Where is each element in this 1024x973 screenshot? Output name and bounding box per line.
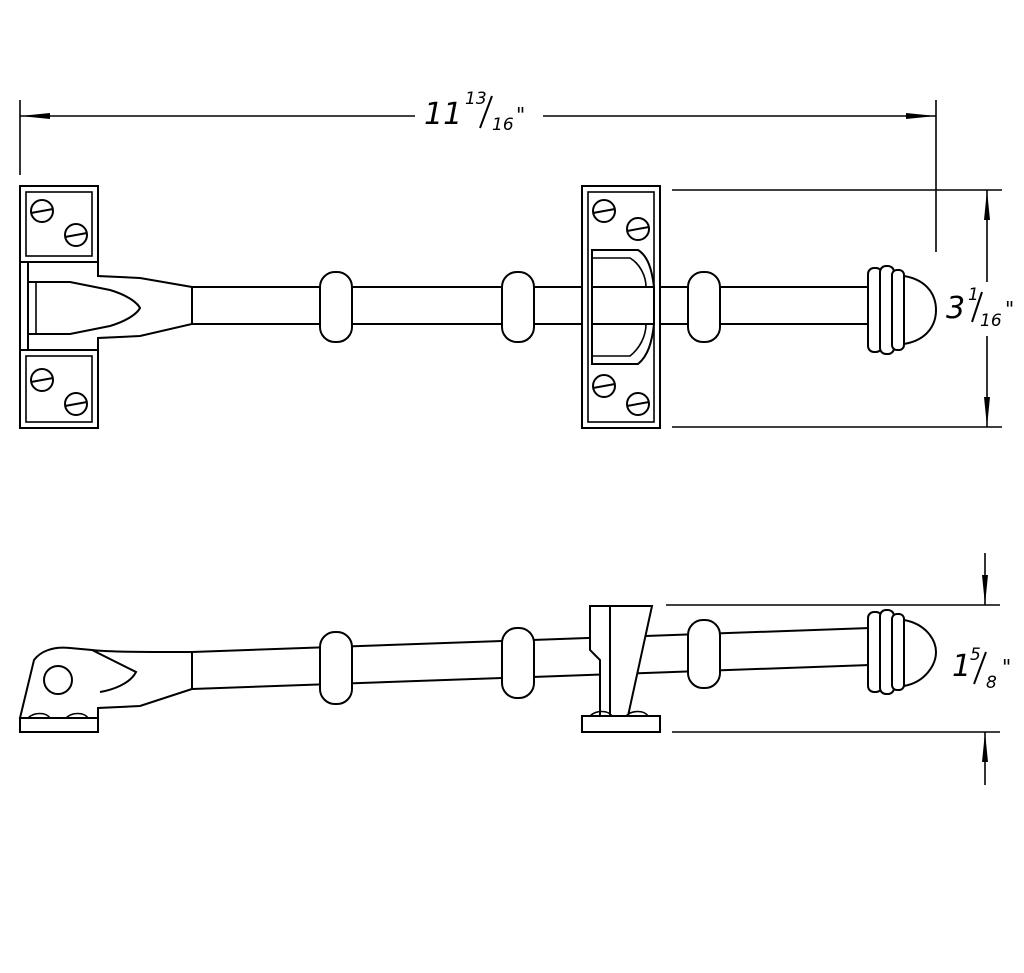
rod-collar [501, 627, 535, 699]
rod-collar [501, 271, 535, 343]
side-height-fraction-bar [973, 651, 987, 685]
stay-rod-top [192, 271, 870, 343]
right-mount-plate-top [581, 185, 661, 429]
keeper-bracket [591, 249, 655, 365]
hinge-knuckle-top [19, 261, 193, 351]
top-height-whole: 3 [946, 291, 965, 326]
left-mount-plate-bottom [19, 349, 99, 429]
side-height-whole: 1 [952, 649, 971, 684]
keeper-side [581, 605, 661, 733]
length-numerator: 13 [465, 89, 487, 109]
top-height-dimension: 3 1 16 " [672, 189, 1014, 428]
right-base-plate [581, 715, 661, 733]
left-pivot-side [18, 646, 193, 733]
side-height-dimension: 1 5 8 " [666, 553, 1011, 785]
rod-collar [687, 619, 721, 689]
top-height-fraction-bar [971, 291, 983, 323]
length-whole: 11 [424, 97, 462, 132]
overall-length-dimension: 11 13 16 " [19, 89, 937, 252]
top-height-numerator: 1 [968, 285, 979, 305]
pivot-hole-icon [43, 665, 73, 695]
left-mount-plate-top [19, 185, 99, 263]
top-height-denominator: 16 [980, 311, 1002, 331]
length-fraction-bar [479, 95, 493, 129]
rod-collar [319, 271, 353, 343]
length-unit: " [516, 103, 525, 127]
length-denominator: 16 [492, 115, 514, 135]
end-knob-top [867, 265, 938, 355]
top-height-unit: " [1005, 297, 1014, 321]
rod-collar [687, 271, 721, 343]
side-height-denominator: 8 [986, 673, 997, 693]
side-height-unit: " [1002, 655, 1011, 679]
side-height-numerator: 5 [970, 645, 981, 665]
rod-collar [319, 631, 353, 705]
left-base-plate [19, 717, 99, 733]
end-knob-side [867, 609, 938, 695]
side-view [18, 605, 938, 733]
stay-rod-side [191, 619, 871, 705]
top-view [19, 185, 938, 429]
